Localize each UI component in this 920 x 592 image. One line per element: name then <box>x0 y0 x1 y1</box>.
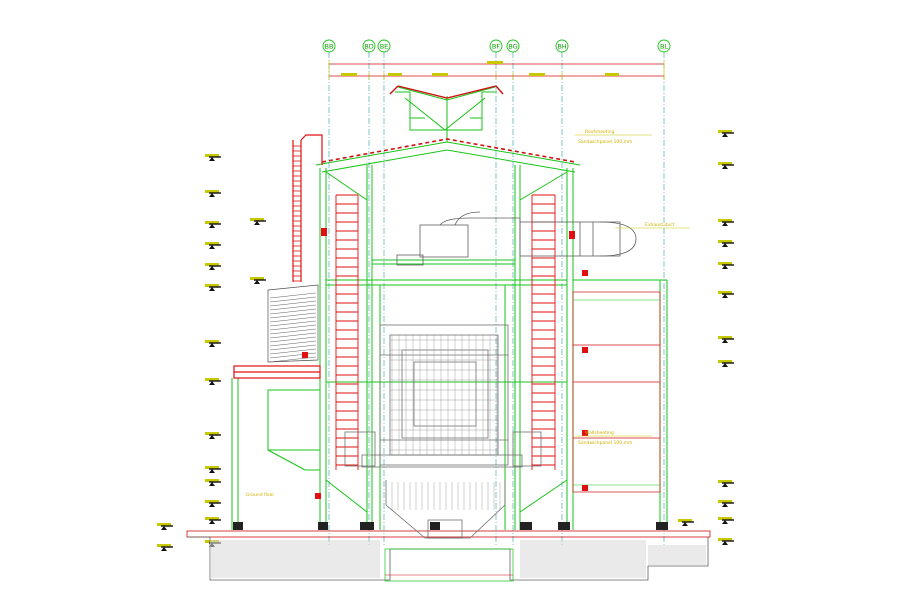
duct-note: Exhaust duct <box>645 222 675 228</box>
external-ladder <box>292 134 323 282</box>
level-marker <box>205 263 221 270</box>
grid-bubble-bl: BL <box>657 39 671 53</box>
level-marker <box>718 360 734 367</box>
grid-bubble-be: BE <box>377 39 391 53</box>
level-marker <box>678 519 694 526</box>
level-marker <box>157 523 173 530</box>
roof-monitor-red-edges <box>389 85 504 99</box>
grid-label-bf: BF <box>492 43 500 51</box>
grid-bubble-bf: BF <box>489 39 503 53</box>
level-markers-right <box>678 130 734 545</box>
wall-note-sub: Sandwichpanel 100 mm <box>578 440 632 446</box>
level-marker <box>718 240 734 247</box>
level-marker <box>205 340 221 347</box>
roof-note: Roofsheeting <box>585 129 615 135</box>
level-marker <box>718 480 734 487</box>
roof-edge-red <box>321 138 576 163</box>
ground-note: Ground floor <box>246 492 274 498</box>
level-marker <box>718 500 734 507</box>
wall-note: Wallsheeting <box>585 430 614 436</box>
level-marker <box>205 517 221 524</box>
right-wall-elevation <box>572 291 661 493</box>
level-marker <box>718 130 734 137</box>
grid-bubble-bg: BG <box>506 39 520 53</box>
main-equipment <box>344 324 542 468</box>
grid-label-bg: BG <box>508 43 517 51</box>
level-marker <box>205 500 221 507</box>
grid-bubble-bb: BB <box>322 39 336 53</box>
column-markers <box>302 228 588 499</box>
level-marker <box>718 162 734 169</box>
level-marker <box>718 336 734 343</box>
level-marker <box>205 432 221 439</box>
left-gallery-hatch <box>269 292 317 363</box>
hopper <box>385 480 506 539</box>
grid-label-bd: BD <box>364 43 373 51</box>
equipment-detail-lines <box>390 335 498 455</box>
level-marker <box>157 544 173 551</box>
level-marker <box>205 242 221 249</box>
annotation-notes: Roofsheeting Sandwichpanel 100 mm Wallsh… <box>246 129 690 498</box>
right-wall-level-lines <box>573 299 660 486</box>
level-marker <box>718 538 734 545</box>
level-marker <box>250 277 266 284</box>
external-ladder-rungs <box>293 145 301 282</box>
exhaust-duct <box>396 211 637 266</box>
left-gallery <box>267 284 319 363</box>
level-marker <box>250 218 266 225</box>
roof-monitor <box>395 86 497 142</box>
grid-label-bl: BL <box>660 43 668 51</box>
hopper-bars <box>391 482 501 510</box>
level-marker <box>718 262 734 269</box>
roof-note-sub: Sandwichpanel 100 mm <box>578 139 632 145</box>
level-marker <box>205 221 221 228</box>
level-marker <box>718 219 734 226</box>
stair-tower-right <box>531 194 556 470</box>
level-marker <box>205 378 221 385</box>
grid-label-bb: BB <box>325 43 334 51</box>
column-bases <box>233 522 668 530</box>
grid-label-be: BE <box>380 43 389 51</box>
level-marker <box>205 479 221 486</box>
left-platform-red <box>233 365 321 379</box>
level-marker <box>205 190 221 197</box>
dimension-marks <box>341 61 619 76</box>
stair-tower-left <box>335 194 359 470</box>
level-marker <box>718 291 734 298</box>
level-marker <box>205 284 221 291</box>
level-marker <box>718 517 734 524</box>
grid-label-bh: BH <box>557 43 566 51</box>
grid-axes <box>328 52 665 545</box>
foundation <box>186 530 711 582</box>
level-marker <box>205 466 221 473</box>
grid-bubble-bd: BD <box>362 39 376 53</box>
level-markers-left <box>157 154 266 551</box>
level-marker <box>205 154 221 161</box>
grid-bubble-bh: BH <box>555 39 569 53</box>
steel-frame <box>231 141 668 530</box>
grid-bubbles: BB BD BE BF BG BH BL <box>322 39 671 53</box>
